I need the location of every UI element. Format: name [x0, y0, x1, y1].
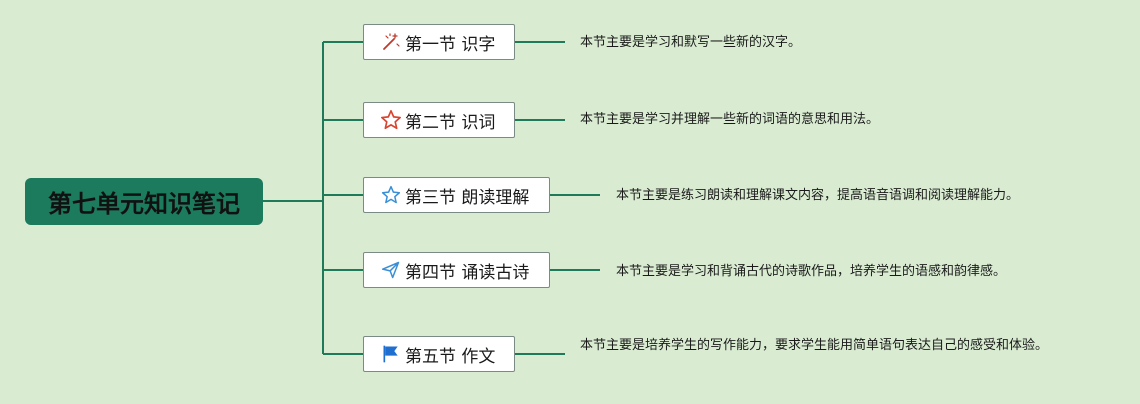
paper-plane-icon — [380, 259, 402, 281]
flag-icon — [380, 343, 402, 365]
section-2-label: 第二节 识词 — [405, 112, 496, 133]
section-4-description: 本节主要是学习和背诵古代的诗歌作品，培养学生的语感和韵律感。 — [616, 264, 1007, 279]
section-4-label: 第四节 诵读古诗 — [405, 262, 530, 283]
central-topic[interactable]: 第七单元知识笔记 — [25, 178, 263, 225]
section-1-node[interactable]: 第一节 识字 — [363, 24, 515, 60]
section-2-node[interactable]: 第二节 识词 — [363, 102, 515, 138]
section-3-label: 第三节 朗读理解 — [405, 187, 530, 208]
section-1-label: 第一节 识字 — [405, 34, 496, 55]
section-4-node[interactable]: 第四节 诵读古诗 — [363, 252, 550, 288]
star-outline-red-icon — [380, 109, 402, 131]
section-5-description: 本节主要是培养学生的写作能力，要求学生能用简单语句表达自己的感受和体验。 — [580, 338, 1049, 353]
section-3-description: 本节主要是练习朗读和理解课文内容，提高语音语调和阅读理解能力。 — [616, 188, 1020, 203]
central-topic-label: 第七单元知识笔记 — [48, 190, 240, 218]
section-5-label: 第五节 作文 — [405, 346, 496, 367]
section-5-node[interactable]: 第五节 作文 — [363, 336, 515, 372]
section-3-node[interactable]: 第三节 朗读理解 — [363, 177, 550, 213]
magic-wand-icon — [380, 31, 402, 53]
section-1-description: 本节主要是学习和默写一些新的汉字。 — [580, 35, 802, 50]
star-outline-blue-icon — [380, 184, 402, 206]
section-2-description: 本节主要是学习并理解一些新的词语的意思和用法。 — [580, 112, 880, 127]
